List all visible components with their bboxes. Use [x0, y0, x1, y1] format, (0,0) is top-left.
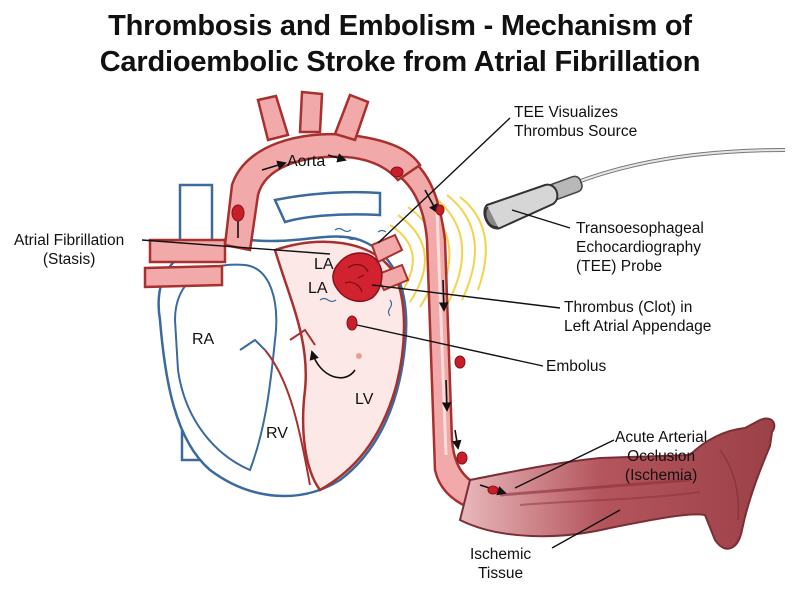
emboli [231, 166, 499, 495]
title-line-2: Cardioembolic Stroke from Atrial Fibrill… [99, 46, 701, 78]
leader-ischemic [551, 509, 621, 549]
leader-lines [141, 117, 621, 549]
thrombus-clot [332, 252, 383, 302]
tee-probe [483, 148, 786, 230]
label-ischemic-tissue: Ischemic Tissue [470, 546, 532, 582]
heart [157, 235, 408, 498]
leader-atrial-fibrillation [141, 239, 331, 255]
valve-dot [356, 353, 362, 359]
stasis-waves [319, 227, 393, 317]
label-tee-probe: Transoesophageal Echocardiography (TEE) … [576, 220, 704, 275]
aortic-arch [143, 90, 422, 292]
diagram-title: Thrombosis and Embolism - Mechanism of C… [0, 8, 800, 80]
leader-tee-probe [511, 209, 571, 229]
label-rv: RV [266, 425, 288, 442]
label-aorta: Aorta [287, 153, 326, 170]
label-embolus: Embolus [546, 358, 607, 375]
label-atrial-fibrillation: Atrial Fibrillation (Stasis) [14, 232, 125, 268]
label-thrombus: Thrombus (Clot) in Left Atrial Appendage [564, 299, 712, 335]
label-tee-visualizes: TEE Visualizes Thrombus Source [514, 104, 638, 140]
label-occlusion: Acute Arterial Occlusion (Ischemia) [615, 429, 708, 484]
label-lv: LV [355, 391, 374, 408]
leader-embolus [356, 324, 544, 367]
label-ra: RA [192, 331, 215, 348]
label-la-2: LA [308, 280, 328, 297]
title-line-1: Thrombosis and Embolism - Mechanism of [108, 10, 692, 42]
leader-tee-visualizes [377, 117, 511, 244]
leader-occlusion [514, 439, 615, 489]
leg [458, 417, 776, 550]
leader-thrombus [371, 284, 561, 309]
label-la: LA [314, 256, 334, 273]
